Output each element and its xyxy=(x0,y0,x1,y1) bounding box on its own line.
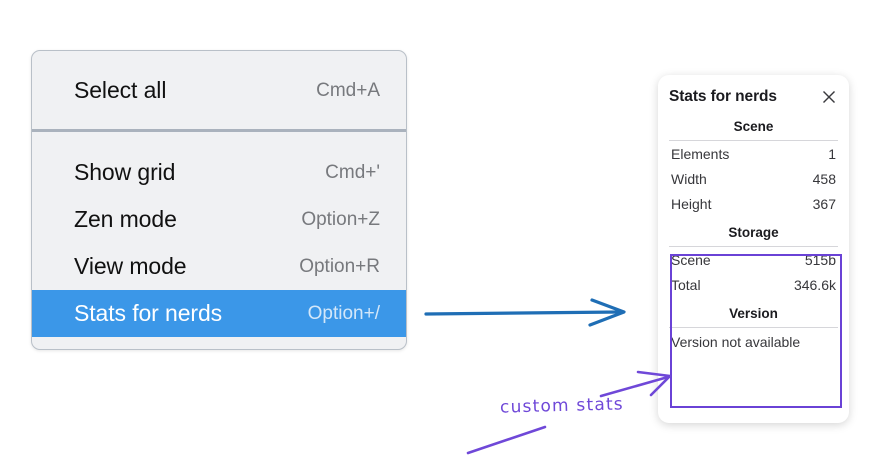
menu-separator xyxy=(32,129,406,132)
menu-item-zen-mode[interactable]: Zen mode Option+Z xyxy=(32,196,406,243)
menu-item-shortcut: Option+R xyxy=(299,255,380,277)
panel-header: Stats for nerds xyxy=(669,75,838,110)
menu-item-show-grid[interactable]: Show grid Cmd+' xyxy=(32,149,406,196)
menu-item-label: Zen mode xyxy=(74,206,177,232)
version-value: Version not available xyxy=(671,334,801,350)
menu-item-label: Stats for nerds xyxy=(74,300,223,326)
section-title-scene: Scene xyxy=(733,119,774,134)
stat-value: 458 xyxy=(812,170,836,187)
stat-label: Elements xyxy=(671,145,730,162)
menu-item-label: View mode xyxy=(74,253,187,279)
section-rule xyxy=(669,246,838,247)
stat-value: 346.6k xyxy=(793,276,836,293)
stat-label: Height xyxy=(671,195,712,212)
stat-row: Scene 515b xyxy=(669,247,838,272)
stat-value: 367 xyxy=(812,195,836,212)
menu-item-stats-for-nerds[interactable]: Stats for nerds Option+/ xyxy=(32,290,406,337)
stat-label: Scene xyxy=(671,251,711,268)
menu-item-shortcut: Cmd+' xyxy=(325,161,380,183)
stat-row: Elements 1 xyxy=(669,141,838,166)
stat-row: Width 458 xyxy=(669,166,838,191)
stat-label: Width xyxy=(671,170,707,187)
stats-for-nerds-panel: Stats for nerds Scene Elements 1 Width 4… xyxy=(658,75,849,423)
section-title-storage: Storage xyxy=(728,225,779,240)
purple-underline-stroke xyxy=(466,425,547,455)
menu-item-label: Select all xyxy=(74,77,167,103)
blue-arrow xyxy=(424,298,626,327)
close-icon[interactable] xyxy=(820,88,838,106)
menu-item-shortcut: Option+Z xyxy=(301,208,380,230)
menu-group-1: Select all Cmd+A xyxy=(32,51,406,129)
menu-item-select-all[interactable]: Select all Cmd+A xyxy=(32,67,406,114)
menu-item-view-mode[interactable]: View mode Option+R xyxy=(32,243,406,290)
section-title-version: Version xyxy=(729,306,778,321)
stat-value: 1 xyxy=(828,145,836,162)
menu-group-2: Show grid Cmd+' Zen mode Option+Z View m… xyxy=(32,132,406,349)
menu-item-shortcut: Option+/ xyxy=(307,302,380,324)
stat-row: Total 346.6k xyxy=(669,272,838,297)
stat-row: Height 367 xyxy=(669,191,838,216)
custom-stats-annotation-label: custom stats xyxy=(499,394,625,418)
section-rule xyxy=(669,140,838,141)
panel-title: Stats for nerds xyxy=(669,88,777,105)
stat-value: 515b xyxy=(804,251,836,268)
menu-item-shortcut: Cmd+A xyxy=(316,79,380,101)
section-rule xyxy=(669,327,838,328)
stat-label: Total xyxy=(671,276,701,293)
context-menu: Select all Cmd+A Show grid Cmd+' Zen mod… xyxy=(31,50,407,350)
menu-item-label: Show grid xyxy=(74,159,176,185)
